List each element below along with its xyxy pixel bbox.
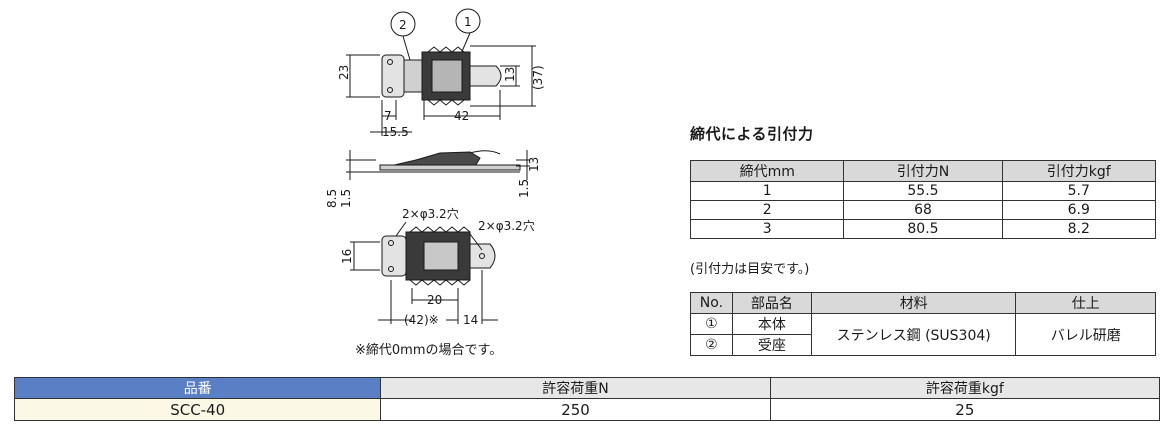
- header-cell: 許容荷重N: [380, 377, 771, 399]
- part-name-cell: 受座: [731, 334, 812, 356]
- table-cell: 250: [380, 398, 771, 421]
- hole-label-left: 2×φ3.2穴: [402, 206, 459, 221]
- table-row: ② 受座: [690, 334, 1156, 356]
- table-row: 3 80.5 8.2: [689, 219, 1157, 239]
- dim-15-5-label: 15.5: [382, 125, 409, 139]
- callout-2-label: 2: [399, 18, 407, 32]
- dim-7-label: 7: [384, 109, 392, 123]
- header-cell: 締代mm: [689, 160, 845, 182]
- header-cell: 部品名: [731, 292, 812, 314]
- dim-14-label: 14: [463, 313, 478, 327]
- header-cell: 引付力kgf: [1001, 160, 1157, 182]
- dim-23-label: 23: [337, 65, 351, 80]
- pull-force-title: 締代による引付力: [690, 125, 814, 143]
- table-cell: 6.9: [1001, 200, 1157, 220]
- header-cell: 仕上: [1015, 292, 1156, 314]
- parts-table: No. 部品名 材料 仕上 ① 本体 ステンレス鋼 (SUS304) バレル研磨…: [690, 292, 1156, 356]
- part-name-cell: 本体: [731, 313, 812, 335]
- table-cell: 3: [689, 219, 845, 239]
- table-cell: 8.2: [1001, 219, 1157, 239]
- dim-1-5-left-label: 1.5: [339, 189, 353, 208]
- dim-42-label: 42: [454, 109, 469, 123]
- header-cell: 許容荷重kgf: [769, 377, 1161, 399]
- header-cell: 材料: [810, 292, 1017, 314]
- table-row: SCC-40 250 25: [13, 398, 1161, 421]
- hole-label-right: 2×φ3.2穴: [478, 218, 535, 233]
- table-cell: 55.5: [843, 181, 1003, 201]
- table-cell: 5.7: [1001, 181, 1157, 201]
- latch-drawing: 2 1 23 13 (37) 7 42 15.5 13 8.5 1.5 1.5 …: [325, 8, 545, 327]
- dim-16-label: 16: [340, 249, 354, 264]
- header-cell: 品番: [13, 377, 382, 399]
- table-cell: 2: [689, 200, 845, 220]
- table-header-row: 締代mm 引付力N 引付力kgf: [689, 160, 1157, 182]
- spec-table: 品番 許容荷重N 許容荷重kgf SCC-40 250 25: [13, 377, 1161, 421]
- table-cell: 25: [769, 398, 1161, 421]
- callout-circle-1: [455, 8, 481, 34]
- finish-cell: バレル研磨: [1015, 313, 1156, 356]
- dim-20-label: 20: [427, 293, 442, 307]
- table-cell: 1: [689, 181, 845, 201]
- dim-37-label: (37): [531, 65, 545, 90]
- technical-drawing: 2 1 23 13 (37) 7 42 15.5 13 8.5 1.5 1.5 …: [320, 0, 560, 345]
- table-cell: 80.5: [843, 219, 1003, 239]
- dim-8-5-label: 8.5: [325, 189, 339, 208]
- part-number-cell: ①: [690, 313, 733, 335]
- table-row: 2 68 6.9: [689, 200, 1157, 220]
- table-header-row: 品番 許容荷重N 許容荷重kgf: [13, 377, 1161, 399]
- side-view: [346, 150, 530, 180]
- table-row: 1 55.5 5.7: [689, 181, 1157, 201]
- pull-force-note: (引付力は目安です。): [690, 262, 810, 277]
- part-number-cell: ②: [690, 334, 733, 356]
- dim-13-top-label: 13: [503, 67, 517, 82]
- header-cell: No.: [690, 292, 733, 314]
- drawing-caption: ※締代0mmの場合です。: [355, 343, 503, 358]
- material-cell: ステンレス鋼 (SUS304): [810, 313, 1017, 356]
- header-cell: 引付力N: [843, 160, 1003, 182]
- pull-force-table: 締代mm 引付力N 引付力kgf 1 55.5 5.7 2 68 6.9 3 8…: [689, 160, 1157, 239]
- product-code-cell: SCC-40: [13, 398, 382, 421]
- dim-13-side-label: 13: [527, 157, 541, 172]
- callout-1-label: 1: [464, 15, 472, 29]
- dim-42-note-label: (42)※: [404, 313, 439, 327]
- dim-1-5-right-label: 1.5: [517, 179, 531, 198]
- table-cell: 68: [843, 200, 1003, 220]
- table-header-row: No. 部品名 材料 仕上: [690, 292, 1156, 314]
- table-row: ① 本体 ステンレス鋼 (SUS304) バレル研磨: [690, 313, 1156, 356]
- bottom-view: [350, 221, 498, 324]
- top-view: [346, 45, 536, 136]
